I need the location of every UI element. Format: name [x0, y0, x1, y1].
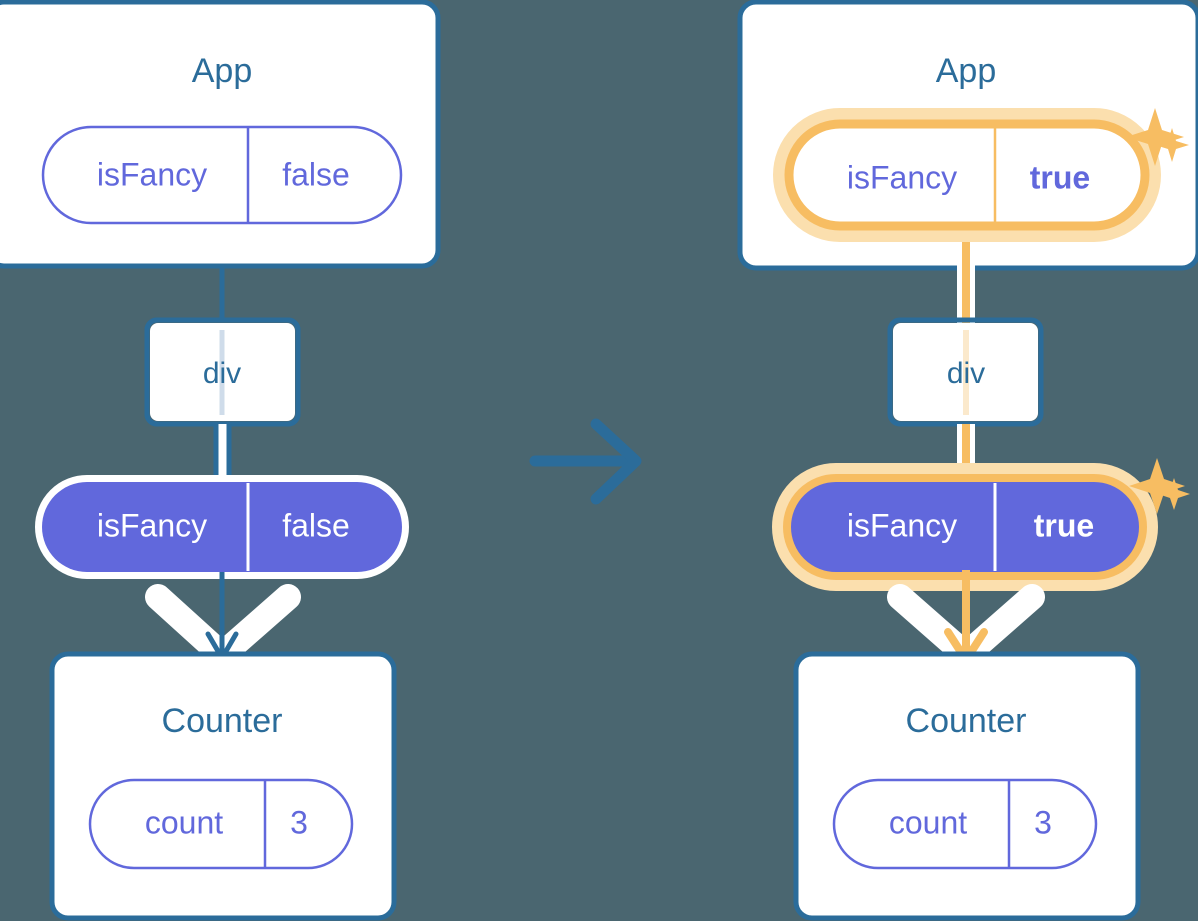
prop-pill-before [42, 482, 402, 572]
div-label-after: div [947, 357, 985, 390]
prop-value-before: false [282, 507, 350, 543]
sparkle-icon-prop-large [1129, 458, 1185, 514]
app-state-pill-before [41, 125, 403, 225]
div-label-before: div [203, 357, 241, 390]
counter-state-name-before: count [145, 804, 223, 840]
prop-name-after: isFancy [847, 507, 957, 543]
counter-state-pill-before [88, 778, 354, 870]
counter-state-value-after: 3 [1034, 804, 1052, 840]
app-state-name-before: isFancy [97, 156, 207, 192]
sparkle-icon-app-small [1155, 128, 1189, 162]
arrow-right-icon [529, 418, 642, 505]
app-state-pill-ring-after [784, 119, 1150, 231]
app-state-name-after: isFancy [847, 159, 957, 195]
counter-title-after: Counter [906, 702, 1027, 740]
app-title-after: App [936, 52, 997, 90]
sparkle-icon-prop-small [1158, 478, 1190, 510]
counter-state-pill-after [832, 778, 1098, 870]
counter-state-name-after: count [889, 804, 967, 840]
sparkle-icon-app-large [1126, 108, 1184, 166]
app-state-value-before: false [282, 156, 350, 192]
counter-title-before: Counter [162, 702, 283, 740]
counter-state-value-before: 3 [290, 804, 308, 840]
prop-value-after: true [1034, 507, 1094, 543]
prop-name-before: isFancy [97, 507, 207, 543]
app-title-before: App [192, 52, 253, 90]
app-state-value-after: true [1030, 159, 1090, 195]
app-state-pill-glow-after [773, 108, 1161, 242]
